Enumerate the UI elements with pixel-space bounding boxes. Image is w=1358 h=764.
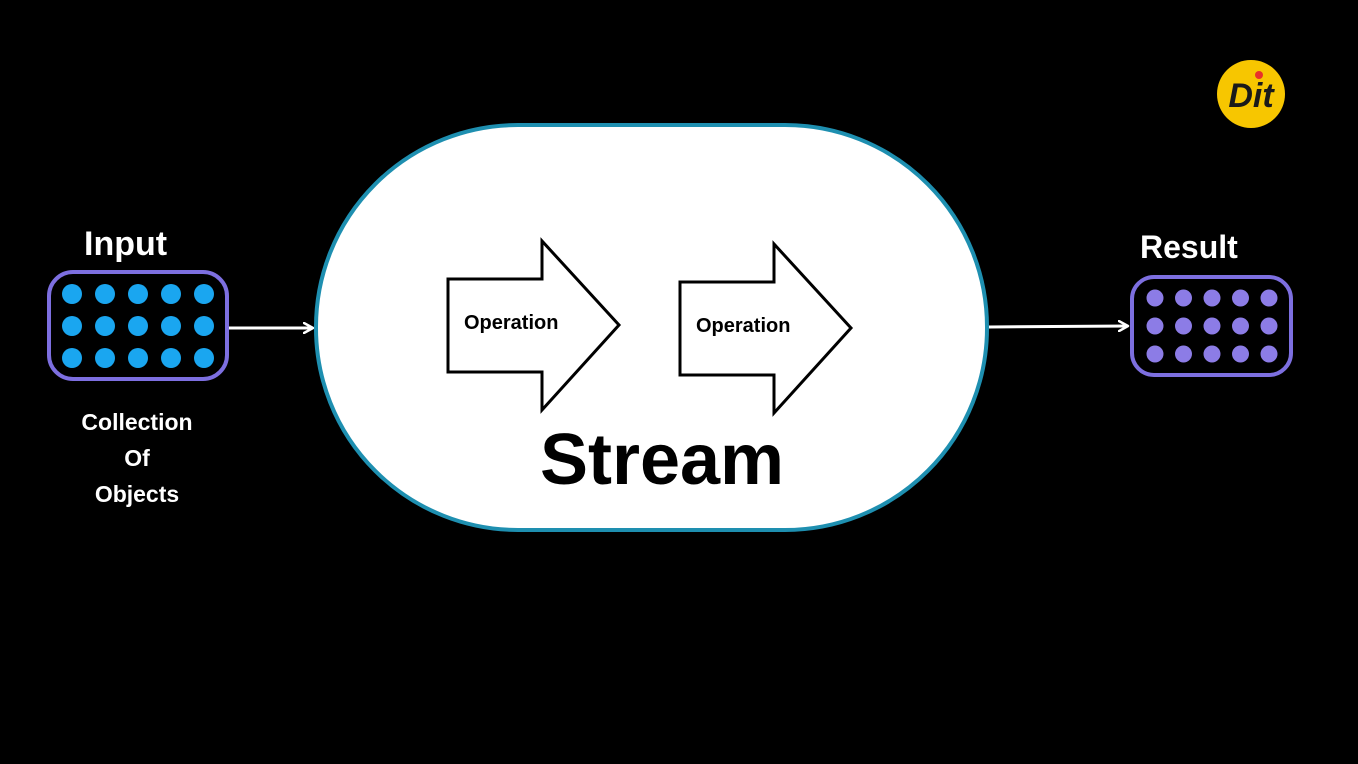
- input-dot: [95, 316, 115, 336]
- input-dots: [62, 284, 214, 368]
- input-dot: [95, 284, 115, 304]
- operation-label-1: Operation: [464, 312, 558, 334]
- result-dot: [1175, 345, 1192, 363]
- logo-red-dot: [1255, 71, 1263, 79]
- input-dot: [194, 284, 214, 304]
- operation-label-2: Operation: [696, 315, 790, 337]
- input-label: Input: [84, 225, 167, 263]
- result-dot: [1175, 317, 1192, 335]
- input-dot: [161, 284, 181, 304]
- input-dot: [161, 348, 181, 368]
- input-dot: [62, 348, 82, 368]
- operation-arrow-2: [678, 240, 854, 417]
- result-label: Result: [1140, 229, 1238, 265]
- stream-label: Stream: [540, 420, 784, 500]
- result-dot: [1146, 345, 1164, 363]
- result-dot: [1175, 289, 1192, 307]
- input-dot: [194, 316, 214, 336]
- result-dot: [1146, 317, 1164, 335]
- stream-container: [314, 123, 989, 532]
- result-dot: [1232, 345, 1249, 363]
- result-dot: [1260, 289, 1278, 307]
- result-dot: [1232, 317, 1249, 335]
- result-dot: [1203, 345, 1221, 363]
- input-dot: [128, 348, 148, 368]
- result-dot: [1260, 317, 1278, 335]
- result-dot: [1146, 289, 1164, 307]
- logo-circle: [1217, 60, 1285, 128]
- result-dot: [1260, 345, 1278, 363]
- logo-text: Dit: [1228, 77, 1275, 115]
- input-dot: [161, 316, 181, 336]
- result-dot: [1232, 289, 1249, 307]
- input-dot: [62, 316, 82, 336]
- caption-line-2: Of: [124, 445, 150, 471]
- input-dot: [62, 284, 82, 304]
- input-dot: [95, 348, 115, 368]
- caption-line-3: Objects: [95, 481, 179, 507]
- caption-line-1: Collection: [81, 409, 192, 435]
- operation-arrow-1: [446, 237, 622, 414]
- result-dot: [1203, 317, 1221, 335]
- result-dot: [1203, 289, 1221, 307]
- input-dot: [194, 348, 214, 368]
- result-dots: [1146, 289, 1278, 363]
- result-arrow: [988, 326, 1128, 327]
- input-dot: [128, 316, 148, 336]
- input-dot: [128, 284, 148, 304]
- dit-logo: Dit: [1217, 60, 1285, 128]
